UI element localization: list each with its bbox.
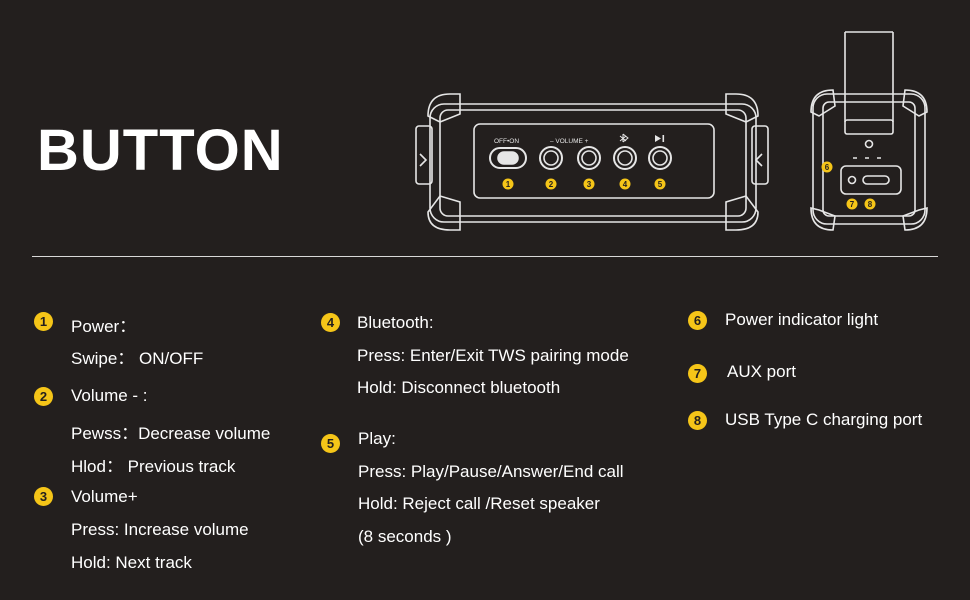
feature-line: Hold: Next track	[71, 553, 192, 572]
feature-line: (8 seconds )	[358, 527, 452, 546]
page-title: BUTTON	[37, 118, 284, 183]
feature-heading-play: Play:	[358, 429, 396, 448]
section-divider	[32, 256, 938, 257]
svg-text:5: 5	[658, 180, 663, 189]
feature-line: Hlod： Previous track	[71, 457, 236, 476]
feature-heading-usb-c: USB Type C charging port	[725, 410, 923, 429]
speaker-front-diagram: OFF•ON – VOLUME + 1 2 3 4 5	[415, 93, 769, 231]
feature-line: Press: Increase volume	[71, 520, 249, 539]
feature-heading-bluetooth: Bluetooth:	[357, 313, 434, 332]
feature-line: Pewss：Decrease volume	[71, 424, 271, 443]
marker-4: 4	[321, 313, 340, 332]
feature-heading-volume-down: Volume - :	[71, 386, 148, 405]
svg-text:4: 4	[623, 180, 628, 189]
feature-line: Hold: Disconnect bluetooth	[357, 378, 561, 397]
marker-7: 7	[688, 364, 707, 383]
svg-text:8: 8	[868, 200, 873, 209]
feature-line: Hold: Reject call /Reset speaker	[358, 494, 600, 513]
marker-8: 8	[688, 411, 707, 430]
marker-6: 6	[688, 311, 707, 330]
feature-heading-power-indicator: Power indicator light	[725, 310, 879, 329]
svg-text:3: 3	[587, 180, 592, 189]
svg-text:2: 2	[549, 180, 554, 189]
switch-label: OFF•ON	[494, 138, 519, 145]
play-pause-icon	[655, 135, 665, 142]
marker-5: 5	[321, 434, 340, 453]
feature-line: Swipe： ON/OFF	[71, 349, 204, 368]
marker-2: 2	[34, 387, 53, 406]
volume-label: – VOLUME +	[550, 138, 589, 145]
marker-3: 3	[34, 487, 53, 506]
bluetooth-icon	[619, 133, 629, 143]
feature-line: Press: Enter/Exit TWS pairing mode	[357, 346, 629, 365]
feature-heading-aux-port: AUX port	[727, 362, 796, 381]
svg-text:1: 1	[506, 180, 511, 189]
svg-text:6: 6	[825, 163, 830, 172]
feature-heading-volume-up: Volume+	[71, 487, 138, 506]
svg-text:7: 7	[850, 200, 855, 209]
feature-line: Press: Play/Pause/Answer/End call	[358, 462, 624, 481]
marker-1: 1	[34, 312, 53, 331]
speaker-side-diagram: 6 7 8	[810, 31, 928, 231]
feature-heading-power: Power：	[71, 317, 137, 336]
